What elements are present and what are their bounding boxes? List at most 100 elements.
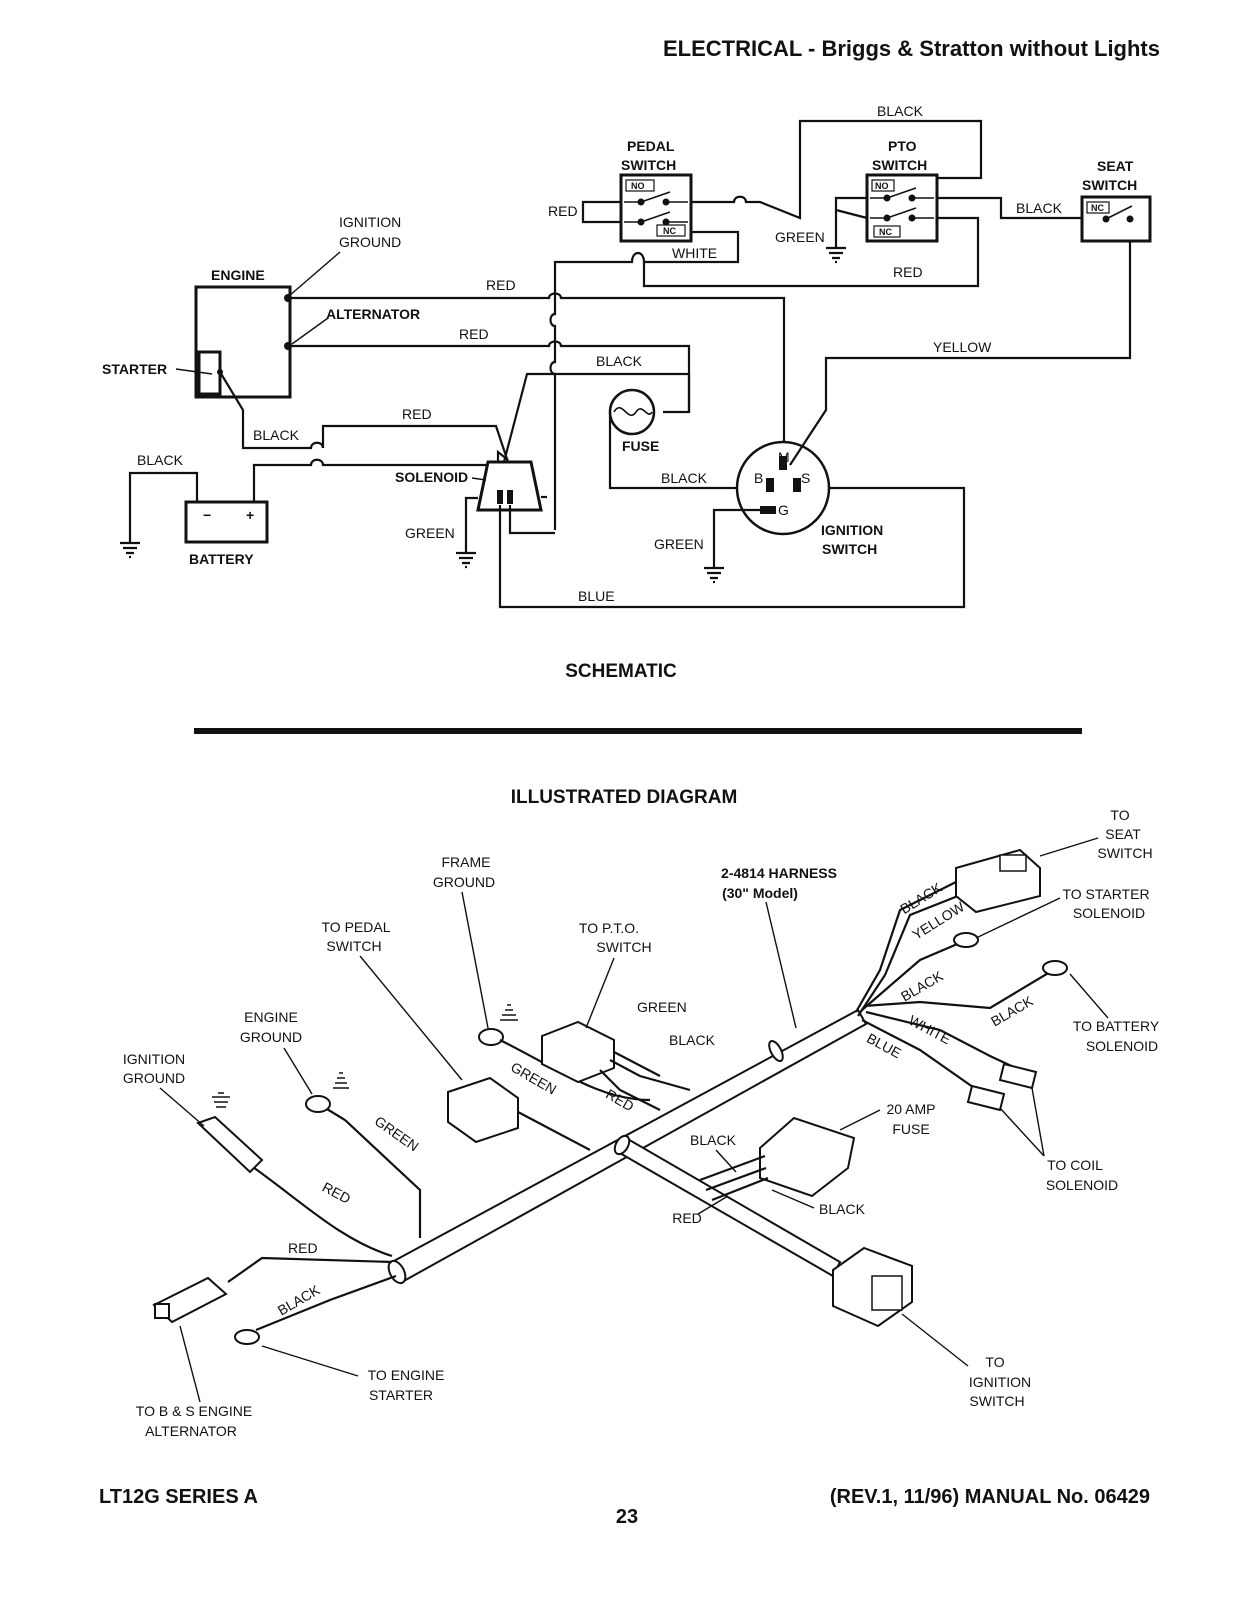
illustrated-diagram: ILLUSTRATED DIAGRAM RED BLACK RED GREEN — [123, 787, 1160, 1439]
arrow-to-pto — [585, 957, 615, 1029]
wire-red-pedal-link — [581, 214, 623, 224]
seat-switch: NC SEAT SWITCH — [1080, 158, 1152, 243]
seat-connector-slot — [999, 854, 1027, 872]
lbl-frame-ground-2: GROUND — [433, 874, 495, 890]
arrow-frame-ground — [461, 891, 489, 1029]
seat-switch-label-1: SEAT — [1097, 158, 1134, 174]
wire-red-pto — [642, 216, 980, 288]
arrow-to-eng-starter — [261, 1345, 359, 1377]
solenoid: SOLENOID GREEN BLUE — [395, 460, 966, 609]
starter-ring-terminal — [234, 1329, 260, 1345]
seat-connector — [955, 848, 1041, 914]
lbl-to-alt-1: TO B & S ENGINE — [136, 1403, 252, 1419]
ill-wire-blue-label: BLUE — [864, 1030, 904, 1061]
ill-wire-green-engine — [321, 1105, 422, 1238]
lbl-to-pedal-2: SWITCH — [326, 938, 381, 954]
lbl-to-ign-2: IGNITION — [969, 1374, 1031, 1390]
wire-red-to-solenoid — [321, 424, 510, 463]
pedal-nc-label: NC — [663, 226, 676, 236]
pto-nc-label: NC — [879, 227, 892, 237]
ign-term-b — [766, 478, 774, 492]
arrow-to-ign — [901, 1313, 969, 1367]
solenoid-post-1 — [497, 490, 503, 504]
pto-connector — [541, 1020, 615, 1084]
ign-term-m — [779, 456, 787, 470]
lbl-to-pedal-1: TO PEDAL — [322, 919, 391, 935]
pedal-switch-contacts — [624, 191, 688, 223]
seat-nc-tag — [1086, 201, 1110, 214]
wire-black-top-label: BLACK — [877, 103, 924, 119]
wire-yellow-label: YELLOW — [933, 339, 992, 355]
pto-ground-symbol — [826, 246, 846, 264]
ill-wire-red-alt — [227, 1256, 393, 1283]
wire-red-pto-label: RED — [893, 264, 923, 280]
illustrated-heading: ILLUSTRATED DIAGRAM — [511, 787, 738, 808]
ill-wire-red-ign — [249, 1164, 393, 1258]
wire-green-ign-label: GREEN — [654, 536, 704, 552]
ignition-connector-face — [871, 1275, 903, 1311]
battery: − + BATTERY BLACK — [120, 452, 269, 567]
wire-red-3: RED — [402, 406, 432, 422]
lbl-to-seat-1: TO — [1110, 807, 1129, 823]
ignition-ground-label-1: IGNITION — [339, 214, 401, 230]
battery-plus: + — [246, 507, 254, 523]
wire-solenoid-coil — [508, 505, 527, 535]
wire-black-fuse-to-ignb — [608, 412, 742, 490]
ill-wire-red-ign-label: RED — [320, 1179, 354, 1207]
pto-switch: NO NC PTO SWITCH GREEN RED BLACK — [642, 138, 1082, 288]
pto-switch-label-1: PTO — [888, 138, 917, 154]
arrow-to-coil-sol — [999, 1087, 1045, 1157]
pto-no-label: NO — [875, 181, 889, 191]
wire-red-2: RED — [459, 326, 489, 342]
solenoid-post-2 — [507, 490, 513, 504]
battery-ground-wire — [128, 471, 199, 543]
ill-wire-red-alt-label: RED — [288, 1240, 318, 1256]
wire-blue-label: BLUE — [578, 588, 615, 604]
pedal-connector — [447, 1076, 519, 1144]
battery-ground-symbol — [120, 541, 140, 559]
ign-g-label: G — [778, 502, 789, 518]
lbl-frame-ground-1: FRAME — [442, 854, 491, 870]
pedal-switch: NO NC PEDAL SWITCH BLACK — [619, 103, 983, 243]
ignition-ground-arrow — [288, 251, 341, 297]
ign-ground-connector — [196, 1115, 264, 1174]
lbl-to-battery-sol-2: SOLENOID — [1086, 1038, 1158, 1054]
pto-switch-contacts — [870, 187, 934, 219]
seat-nc-label: NC — [1091, 203, 1104, 213]
ill-wire-green-pto-label: GREEN — [637, 999, 687, 1015]
ign-ground-symbol — [704, 566, 724, 584]
lbl-to-pto-1: TO P.T.O. — [579, 920, 639, 936]
schematic-heading: SCHEMATIC — [565, 661, 677, 682]
lbl-engine-ground-1: ENGINE — [244, 1009, 298, 1025]
lbl-to-ign-3: SWITCH — [969, 1393, 1024, 1409]
ill-wire-white-label: WHITE — [906, 1012, 953, 1047]
wire-black-sol-top — [502, 372, 555, 463]
branch-tube-end — [613, 1134, 631, 1156]
wire-white-label: WHITE — [672, 245, 717, 261]
lbl-to-eng-starter-2: STARTER — [369, 1387, 433, 1403]
pedal-switch-label-2: SWITCH — [621, 157, 676, 173]
starter-label: STARTER — [102, 361, 167, 377]
lbl-fuse-black-2: BLACK — [819, 1201, 866, 1217]
ign-ground-symbol — [212, 1092, 230, 1108]
wire-red-alt-to-fuse — [288, 340, 691, 414]
fuse-element — [613, 406, 653, 416]
wire-green-solenoid-label: GREEN — [405, 525, 455, 541]
lbl-to-alt-2: ALTERNATOR — [145, 1423, 237, 1439]
battery-label: BATTERY — [189, 551, 254, 567]
section-divider — [194, 728, 1082, 734]
wire-green-ign — [712, 508, 760, 568]
pedal-switch-label-1: PEDAL — [627, 138, 675, 154]
lbl-to-seat-3: SWITCH — [1097, 845, 1152, 861]
ill-wire-black-starter-sol — [861, 940, 963, 1011]
wire-black-pto-to-seat — [937, 196, 1082, 220]
arrow-harness — [765, 901, 797, 1029]
lbl-to-coil-sol-2: SOLENOID — [1046, 1177, 1118, 1193]
lbl-to-ign-1: TO — [985, 1354, 1004, 1370]
ill-wire-black-starter — [255, 1274, 397, 1332]
frame-ground-ring — [478, 1028, 504, 1046]
arrow-to-starter-sol — [975, 897, 1061, 939]
harness-sleeve-joint — [768, 1040, 784, 1062]
wire-black-fuse-label: BLACK — [596, 353, 643, 369]
